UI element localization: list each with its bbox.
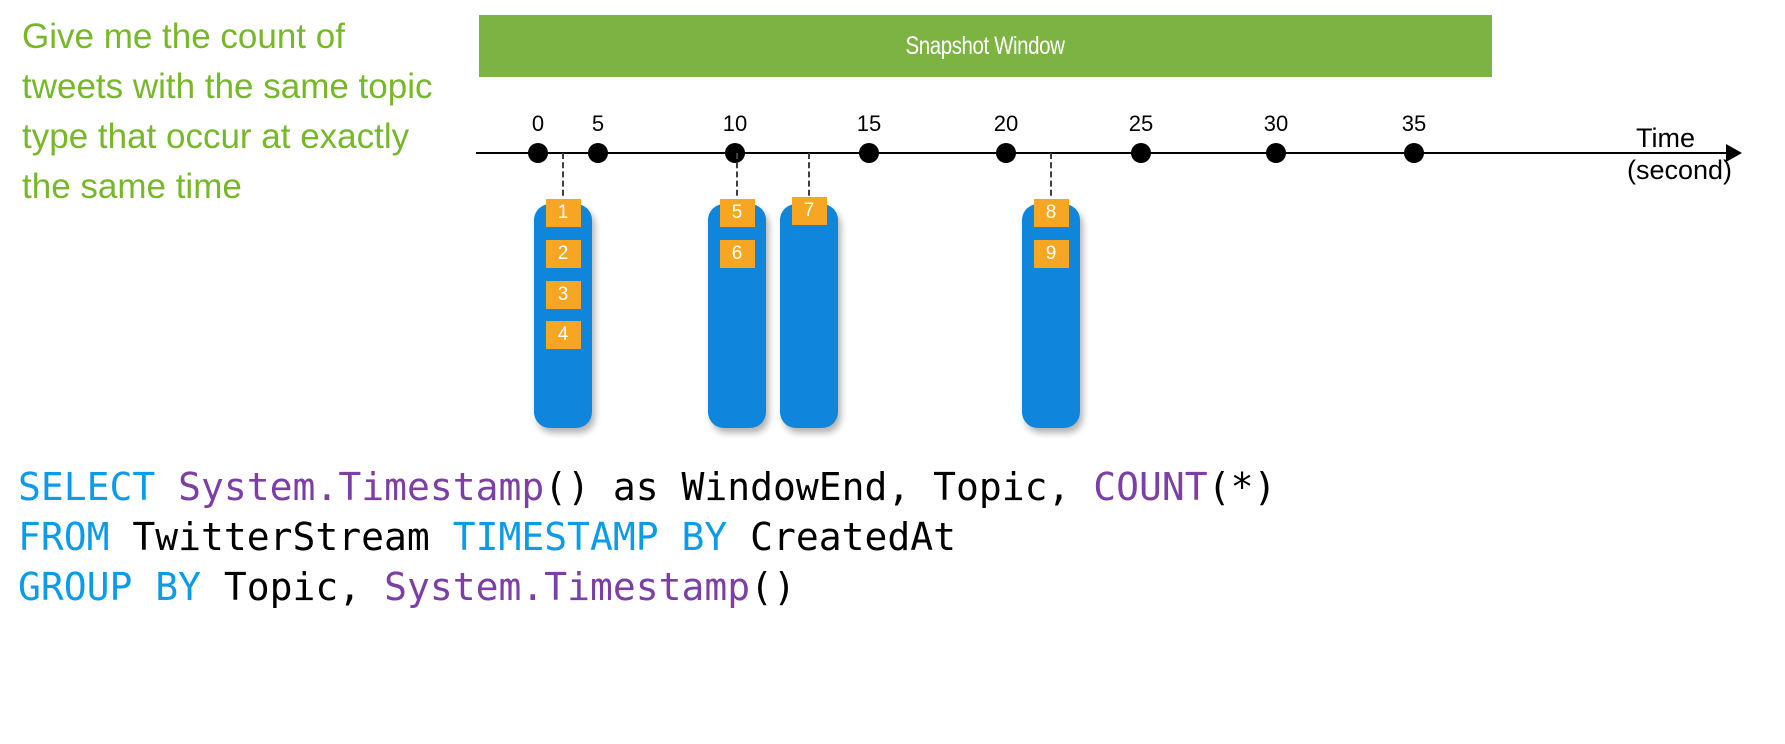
event-group-box[interactable] [780, 204, 838, 428]
axis-tick-dot-15 [859, 143, 879, 163]
tweet-marker[interactable]: 3 [545, 281, 581, 309]
timeline-arrow-icon [1726, 144, 1742, 162]
axis-tick-dot-0 [528, 143, 548, 163]
dashed-connector-group-at-10 [736, 153, 738, 205]
tweet-marker[interactable]: 7 [791, 197, 827, 225]
sql-keyword-group-by: GROUP BY [18, 565, 202, 609]
sql-line1-tail: (*) [1207, 465, 1277, 509]
axis-label-unit: (second) [1627, 155, 1733, 185]
tweet-marker[interactable]: 1 [545, 199, 581, 227]
axis-tick-dot-20 [996, 143, 1016, 163]
axis-tick-dot-30 [1266, 143, 1286, 163]
sql-function-count: COUNT [1093, 465, 1208, 509]
sql-function-system-timestamp-1: System.Timestamp [178, 465, 545, 509]
sql-query-block: SELECT System.Timestamp() as WindowEnd, … [18, 462, 1276, 612]
sql-keyword-from: FROM [18, 515, 110, 559]
timeline-axis [476, 152, 1734, 154]
dashed-connector-group-at-22 [1050, 153, 1052, 205]
axis-label-time: Time [1636, 123, 1695, 153]
sql-column-topic: Topic, [201, 565, 385, 609]
axis-tick-dot-25 [1131, 143, 1151, 163]
axis-tick-label-30: 30 [1263, 111, 1289, 136]
event-group-box[interactable] [1022, 204, 1080, 428]
sql-keyword-select: SELECT [18, 465, 156, 509]
sql-table-name: TwitterStream [109, 515, 453, 559]
tweet-marker[interactable]: 8 [1033, 199, 1069, 227]
event-group-box[interactable] [708, 204, 766, 428]
dashed-connector-group-at-13 [808, 153, 810, 205]
sql-line1-rest: () as WindowEnd, Topic, [544, 465, 1094, 509]
tweet-marker[interactable]: 5 [719, 199, 755, 227]
sql-function-system-timestamp-2: System.Timestamp [384, 565, 751, 609]
tweet-marker[interactable]: 9 [1033, 240, 1069, 268]
axis-tick-label-10: 10 [722, 111, 748, 136]
axis-tick-label-25: 25 [1128, 111, 1154, 136]
axis-tick-label-35: 35 [1401, 111, 1427, 136]
tweet-marker[interactable]: 6 [719, 240, 755, 268]
sql-column-createdat: CreatedAt [727, 515, 957, 559]
axis-tick-dot-5 [588, 143, 608, 163]
sql-keyword-timestamp-by: TIMESTAMP BY [452, 515, 728, 559]
axis-tick-label-0: 0 [531, 111, 545, 136]
sql-line3-tail: () [750, 565, 796, 609]
axis-tick-dot-10 [725, 143, 745, 163]
event-group-box[interactable] [534, 204, 592, 428]
question-caption: Give me the count of tweets with the sam… [22, 17, 433, 206]
snapshot-window-banner: Snapshot Window [479, 15, 1492, 77]
axis-tick-label-15: 15 [856, 111, 882, 136]
axis-tick-dot-35 [1404, 143, 1424, 163]
tweet-marker[interactable]: 4 [545, 321, 581, 349]
tweet-marker[interactable]: 2 [545, 240, 581, 268]
snapshot-window-label: Snapshot Window [905, 31, 1066, 60]
axis-tick-label-5: 5 [591, 111, 605, 136]
dashed-connector-group-at-4 [562, 153, 564, 205]
axis-tick-label-20: 20 [993, 111, 1019, 136]
